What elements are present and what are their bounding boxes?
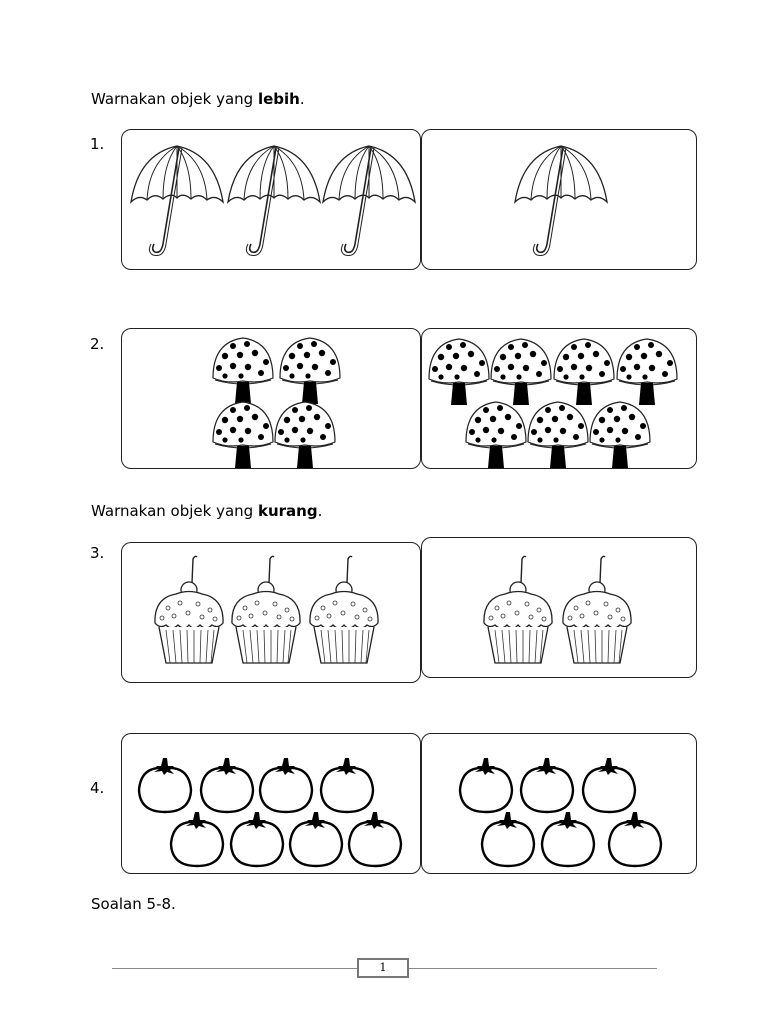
mushroom-icon xyxy=(588,400,652,468)
q4-left-group[interactable] xyxy=(121,733,421,874)
tomato-icon xyxy=(168,810,226,868)
mushroom-icon xyxy=(211,400,275,468)
q1-right-group[interactable] xyxy=(421,129,697,270)
umbrella-icon xyxy=(224,144,324,259)
tomato-icon xyxy=(136,756,194,814)
instruction-more: Warnakan objek yang lebih. xyxy=(91,90,305,108)
tomato-icon xyxy=(257,756,315,814)
q4-right-group[interactable] xyxy=(421,733,697,874)
tomato-icon xyxy=(228,810,286,868)
q1-left-group[interactable] xyxy=(121,129,421,270)
keyword-less: kurang xyxy=(257,502,318,520)
mushroom-icon xyxy=(427,337,491,405)
question-number-4: 4. xyxy=(90,779,105,797)
instruction-less: Warnakan objek yang kurang. xyxy=(91,502,323,520)
q3-left-group[interactable] xyxy=(121,542,421,683)
tomato-icon xyxy=(539,810,597,868)
tomato-icon xyxy=(318,756,376,814)
cupcake-icon xyxy=(307,553,381,665)
mushroom-icon xyxy=(552,337,616,405)
umbrella-icon xyxy=(511,144,611,259)
keyword-more: lebih xyxy=(257,90,300,108)
mushroom-icon xyxy=(464,400,528,468)
footer-note: Soalan 5-8. xyxy=(91,895,176,913)
question-number-3: 3. xyxy=(90,544,105,562)
tomato-icon xyxy=(606,810,664,868)
cupcake-icon xyxy=(152,553,226,665)
question-number-1: 1. xyxy=(90,135,105,153)
q3-right-group[interactable] xyxy=(421,537,697,678)
mushroom-icon xyxy=(526,400,590,468)
tomato-icon xyxy=(580,756,638,814)
cupcake-icon xyxy=(481,553,555,665)
umbrella-icon xyxy=(127,144,227,259)
mushroom-icon xyxy=(615,337,679,405)
tomato-icon xyxy=(518,756,576,814)
cupcake-icon xyxy=(560,553,634,665)
tomato-icon xyxy=(479,810,537,868)
umbrella-icon xyxy=(319,144,419,259)
q2-right-group[interactable] xyxy=(421,328,697,469)
cupcake-icon xyxy=(229,553,303,665)
tomato-icon xyxy=(457,756,515,814)
mushroom-icon xyxy=(273,400,337,468)
mushroom-icon xyxy=(211,336,275,404)
tomato-icon xyxy=(287,810,345,868)
tomato-icon xyxy=(198,756,256,814)
mushroom-icon xyxy=(489,337,553,405)
question-number-2: 2. xyxy=(90,335,105,353)
q2-left-group[interactable] xyxy=(121,328,421,469)
tomato-icon xyxy=(346,810,404,868)
mushroom-icon xyxy=(278,336,342,404)
page-number: 1 xyxy=(357,958,409,978)
